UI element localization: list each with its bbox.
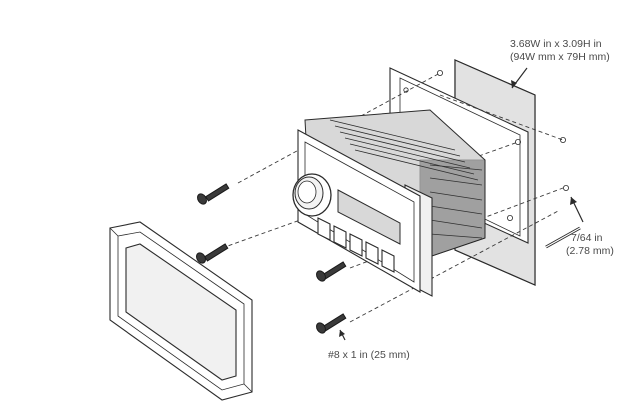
bezel-frame	[109, 221, 253, 401]
plate-hole	[506, 214, 513, 221]
arrow-head	[339, 330, 345, 337]
button-row	[317, 217, 395, 273]
drill-bit	[545, 226, 581, 249]
cutout-dimension-metric-label: (94W mm x 79H mm)	[510, 51, 610, 63]
drill-size-label: 7/64 in	[571, 232, 603, 244]
arrow-head	[570, 197, 577, 205]
stereo-faceplate	[292, 129, 421, 293]
display-window	[337, 189, 401, 245]
plate-hole	[403, 87, 409, 93]
arrow-head	[511, 80, 517, 88]
mount-hole	[560, 136, 567, 143]
screw	[316, 261, 347, 282]
drill-size-metric-label: (2.78 mm)	[566, 245, 614, 257]
screw	[196, 243, 229, 264]
leader-arrows	[339, 67, 584, 341]
screw-size-label: #8 x 1 in (25 mm)	[328, 349, 410, 361]
plate-hole	[436, 70, 443, 77]
screw	[197, 183, 230, 205]
volume-knob	[292, 173, 332, 217]
cutout-dimension-label: 3.68W in x 3.09H in	[510, 38, 602, 50]
screw	[316, 313, 347, 334]
plate-hole	[515, 138, 522, 145]
mount-hole	[563, 184, 570, 191]
